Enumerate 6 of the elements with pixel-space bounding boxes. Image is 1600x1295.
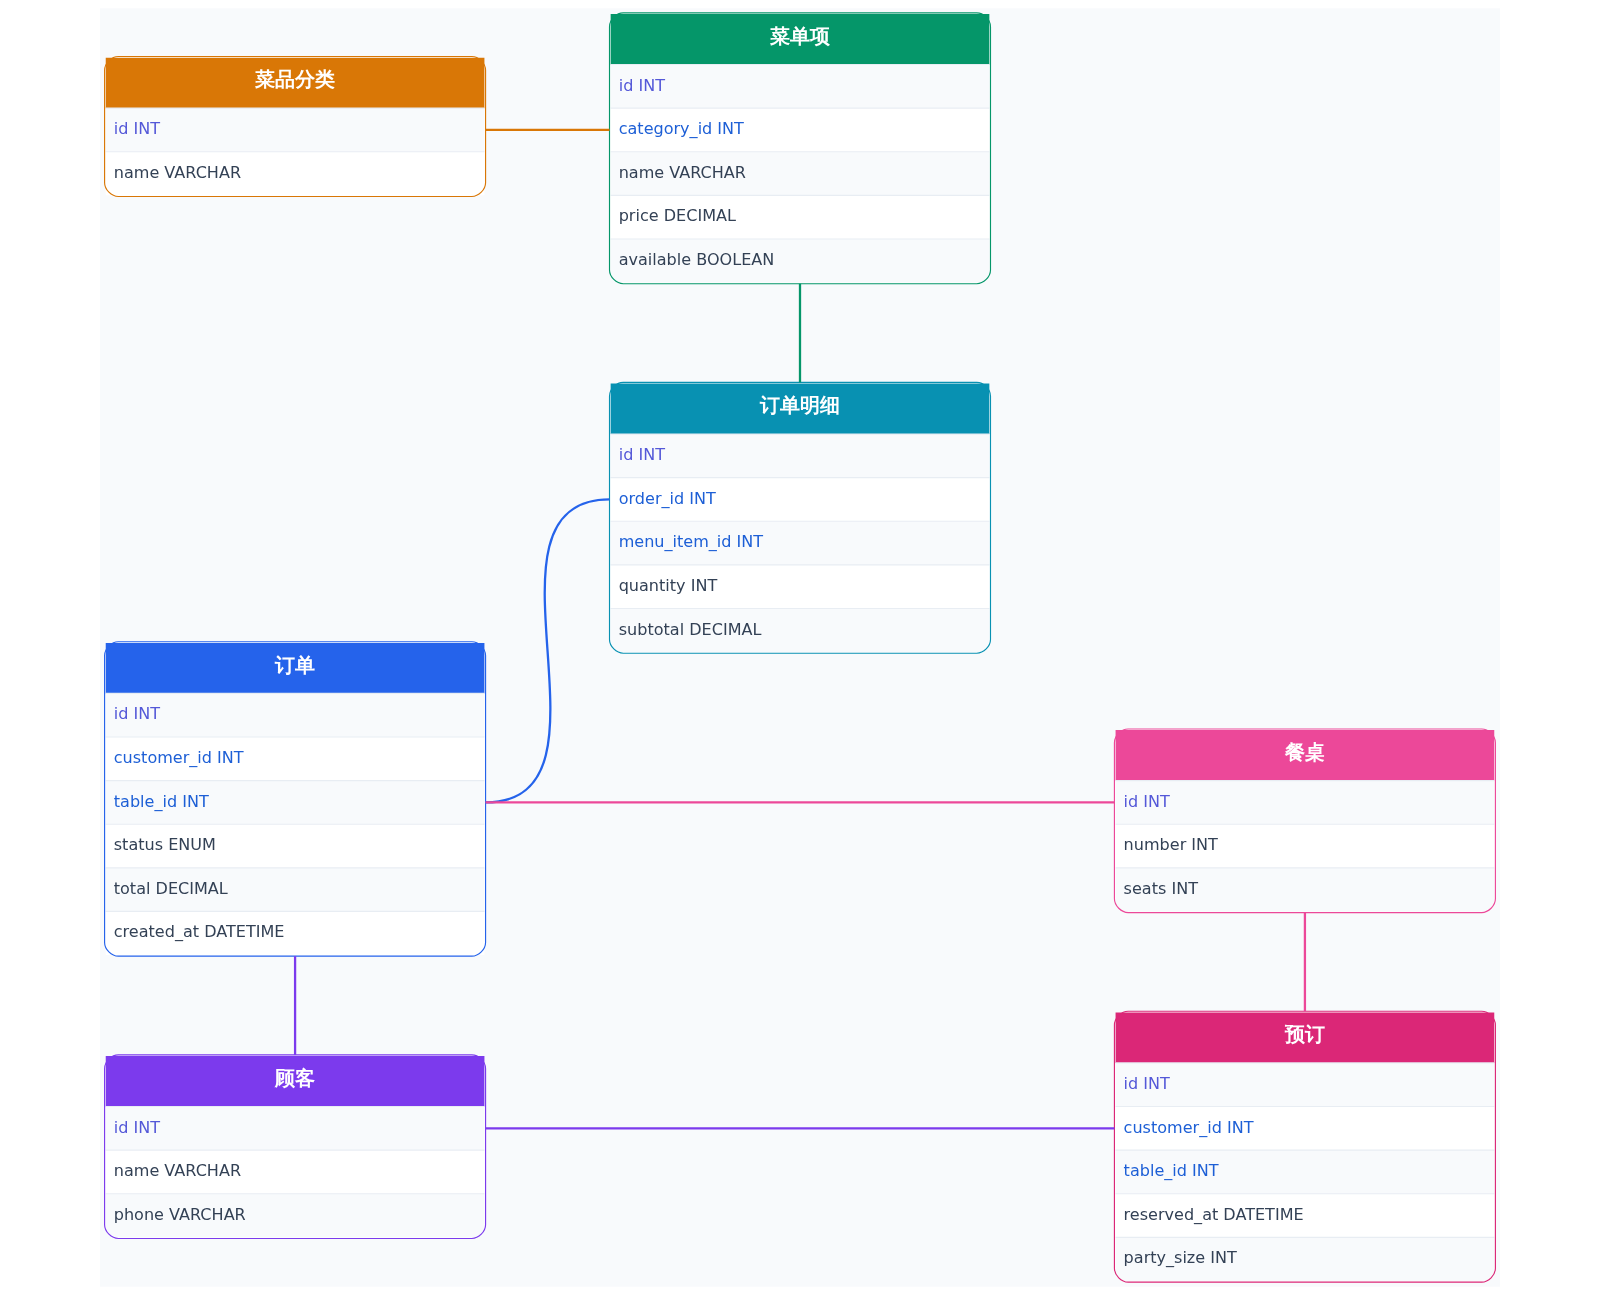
connector (485, 1127, 1115, 1130)
connector (1303, 912, 1307, 1012)
connector (798, 283, 802, 383)
connector (485, 128, 610, 132)
connector (293, 956, 297, 1055)
connector (485, 801, 1115, 804)
